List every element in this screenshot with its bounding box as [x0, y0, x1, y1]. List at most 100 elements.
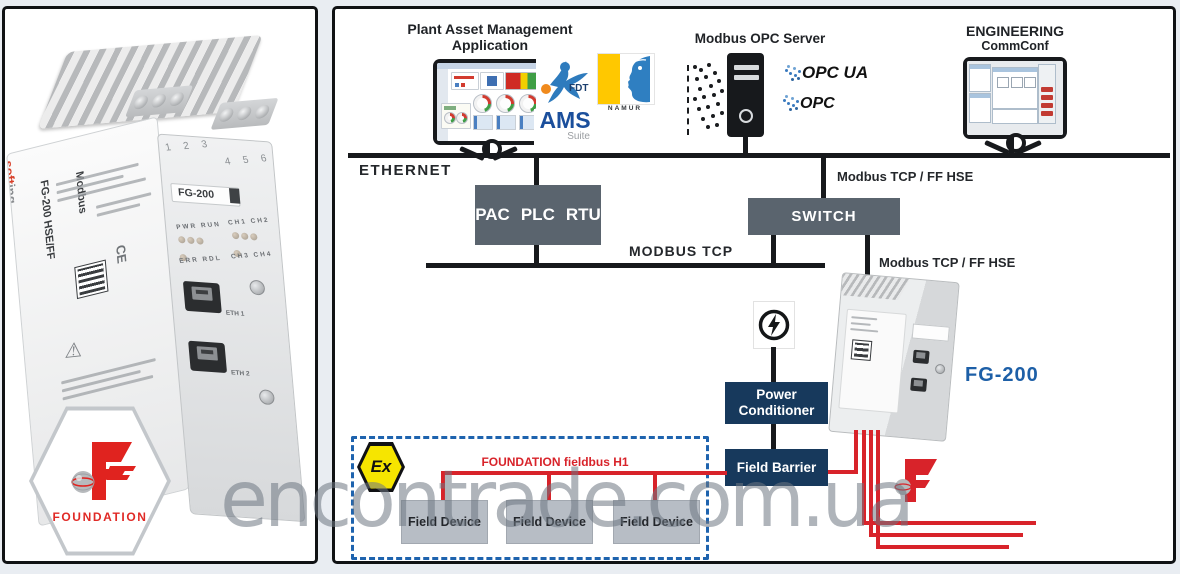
power-conditioner-label1: Power [756, 386, 797, 402]
pac-label: PAC [475, 205, 510, 224]
field-device-3-label: Field Device [620, 515, 693, 529]
opc-dashed-line [687, 65, 689, 135]
pam-dashboard-screenshot [437, 63, 547, 141]
namur-wordmark: NAMUR [607, 105, 643, 112]
modbus-tcp-line [426, 263, 825, 268]
foundation-fieldbus-h1-label: FOUNDATION fieldbus H1 [481, 455, 629, 469]
pac-to-modbus-line [534, 245, 539, 263]
power-conditioner-node: Power Conditioner [725, 382, 828, 424]
engineering-title-line1: ENGINEERING [965, 23, 1064, 39]
fg200-label: FG-200 [965, 364, 1039, 386]
ex-icon: Ex [357, 442, 405, 492]
softing-logo: softing [6, 159, 19, 206]
ams-suite-sub: Suite [567, 131, 590, 142]
ams-wordmark: AMS [539, 107, 591, 133]
foundation-f-icon-small [894, 459, 937, 502]
opc-server-title: Modbus OPC Server [694, 31, 826, 46]
switch-label: SWITCH [791, 208, 857, 225]
switch-node: SWITCH [748, 198, 900, 235]
server-tower-icon [727, 53, 764, 137]
opc-logo: OPC [783, 95, 835, 113]
field-device-1-label: Field Device [408, 515, 481, 529]
lightning-icon [758, 309, 790, 341]
fg200-wire-2h [862, 521, 1036, 525]
warning-triangle-icon: ⚠ [64, 338, 83, 364]
fg200-device-small [828, 272, 960, 442]
switch-to-fg200-line [865, 235, 870, 282]
led-labels-bottom: ERR RDL [178, 254, 223, 265]
modbus-ffhse-top-label: Modbus TCP / FF HSE [837, 169, 974, 184]
h1-drop-1 [441, 475, 445, 500]
led-labels-top: PWR RUN [175, 221, 222, 232]
rtu-label: RTU [565, 205, 601, 224]
hazardous-area-box [351, 436, 709, 560]
fg200-wire-2v [862, 430, 866, 525]
opc-dots-graphic [693, 65, 697, 69]
h1-trunk-line [441, 471, 727, 475]
fg200-wire-1v [854, 430, 858, 474]
bus-to-pac-line [534, 158, 539, 185]
field-device-2-label: Field Device [513, 515, 586, 529]
modbus-ffhse-right-label: Modbus TCP / FF HSE [879, 255, 1016, 270]
engineering-screenshot [967, 61, 1063, 135]
pam-title-line1: Plant Asset Management [407, 21, 573, 37]
plc-label: PLC [520, 205, 555, 224]
eth1-label: ETH 1 [225, 309, 245, 318]
namur-face-icon [628, 56, 650, 103]
eth2-label: ETH 2 [230, 369, 250, 378]
fg200-wire-3h [869, 533, 1023, 537]
engineering-title: ENGINEERING CommConf [935, 23, 1095, 53]
namur-logo: NAMUR [597, 53, 655, 115]
h1-drop-2 [547, 475, 551, 500]
ethernet-label: ETHERNET [359, 162, 452, 179]
product-photo-panel: softing FG-200 HSE/FF Modbus CE ⚠ 1 2 3 [2, 6, 318, 564]
diagram-panel: Plant Asset Management Application Modbu… [332, 6, 1176, 564]
ex-label: Ex [370, 457, 392, 476]
pam-title-line2: Application [451, 37, 529, 54]
switch-to-modbus-line [771, 235, 776, 263]
opc-ua-wordmark: OPC UA [802, 63, 869, 82]
qr-code [74, 259, 109, 300]
opc-wordmark: OPC [800, 95, 835, 112]
fdt-logo: FDT [536, 55, 592, 109]
field-device-2: Field Device [506, 500, 593, 544]
fg200-wire-4v [876, 430, 880, 549]
terminal-numbers-right: 4 5 6 [223, 152, 273, 168]
opc-to-bus-line [743, 137, 748, 153]
field-device-1: Field Device [401, 500, 488, 544]
pac-plc-rtu-node: PAC PLC RTU [475, 185, 601, 245]
power-supply-box [753, 301, 795, 349]
opc-ua-swoosh-icon [785, 69, 788, 72]
screw-bottom [258, 389, 276, 406]
eth2-port [188, 340, 228, 374]
ams-suite-logo: AMS Suite [534, 109, 596, 147]
device-front-model-label: FG-200 [177, 186, 215, 201]
opc-swoosh-icon [783, 99, 786, 102]
field-device-3: Field Device [613, 500, 700, 544]
modbus-tcp-label: MODBUS TCP [629, 243, 734, 259]
power-conditioner-label2: Conditioner [738, 403, 815, 418]
pam-title: Plant Asset Management Application [390, 21, 590, 53]
h1-drop-3 [653, 475, 657, 500]
softing-logo-ing: ing [6, 182, 20, 206]
fdt-wordmark: FDT [569, 83, 588, 94]
foundation-f-icon [71, 442, 136, 500]
foundation-label: FOUNDATION [52, 510, 148, 524]
eth1-port [182, 280, 222, 314]
engineering-subtitle: CommConf [981, 39, 1049, 54]
ethernet-bus-line [348, 153, 1170, 158]
terminal-numbers-left: 1 2 3 [164, 138, 214, 154]
power-to-conditioner-line [771, 347, 776, 382]
conditioner-to-barrier-line [771, 424, 776, 449]
engineering-monitor-icon [963, 57, 1067, 139]
device-side-model-text: FG-200 HSE/FF [37, 178, 57, 261]
fg200-wire-1h [828, 470, 858, 474]
opc-ua-logo: OPC UA [785, 63, 868, 83]
field-barrier-node: Field Barrier [725, 449, 828, 486]
pam-monitor-icon [433, 59, 551, 145]
bus-to-switch-line [821, 158, 826, 198]
fg200-wire-3v [869, 430, 873, 537]
ce-mark: CE [113, 243, 130, 265]
screw-top [248, 279, 266, 296]
channel-labels-top: CH1 CH2 [227, 216, 271, 227]
